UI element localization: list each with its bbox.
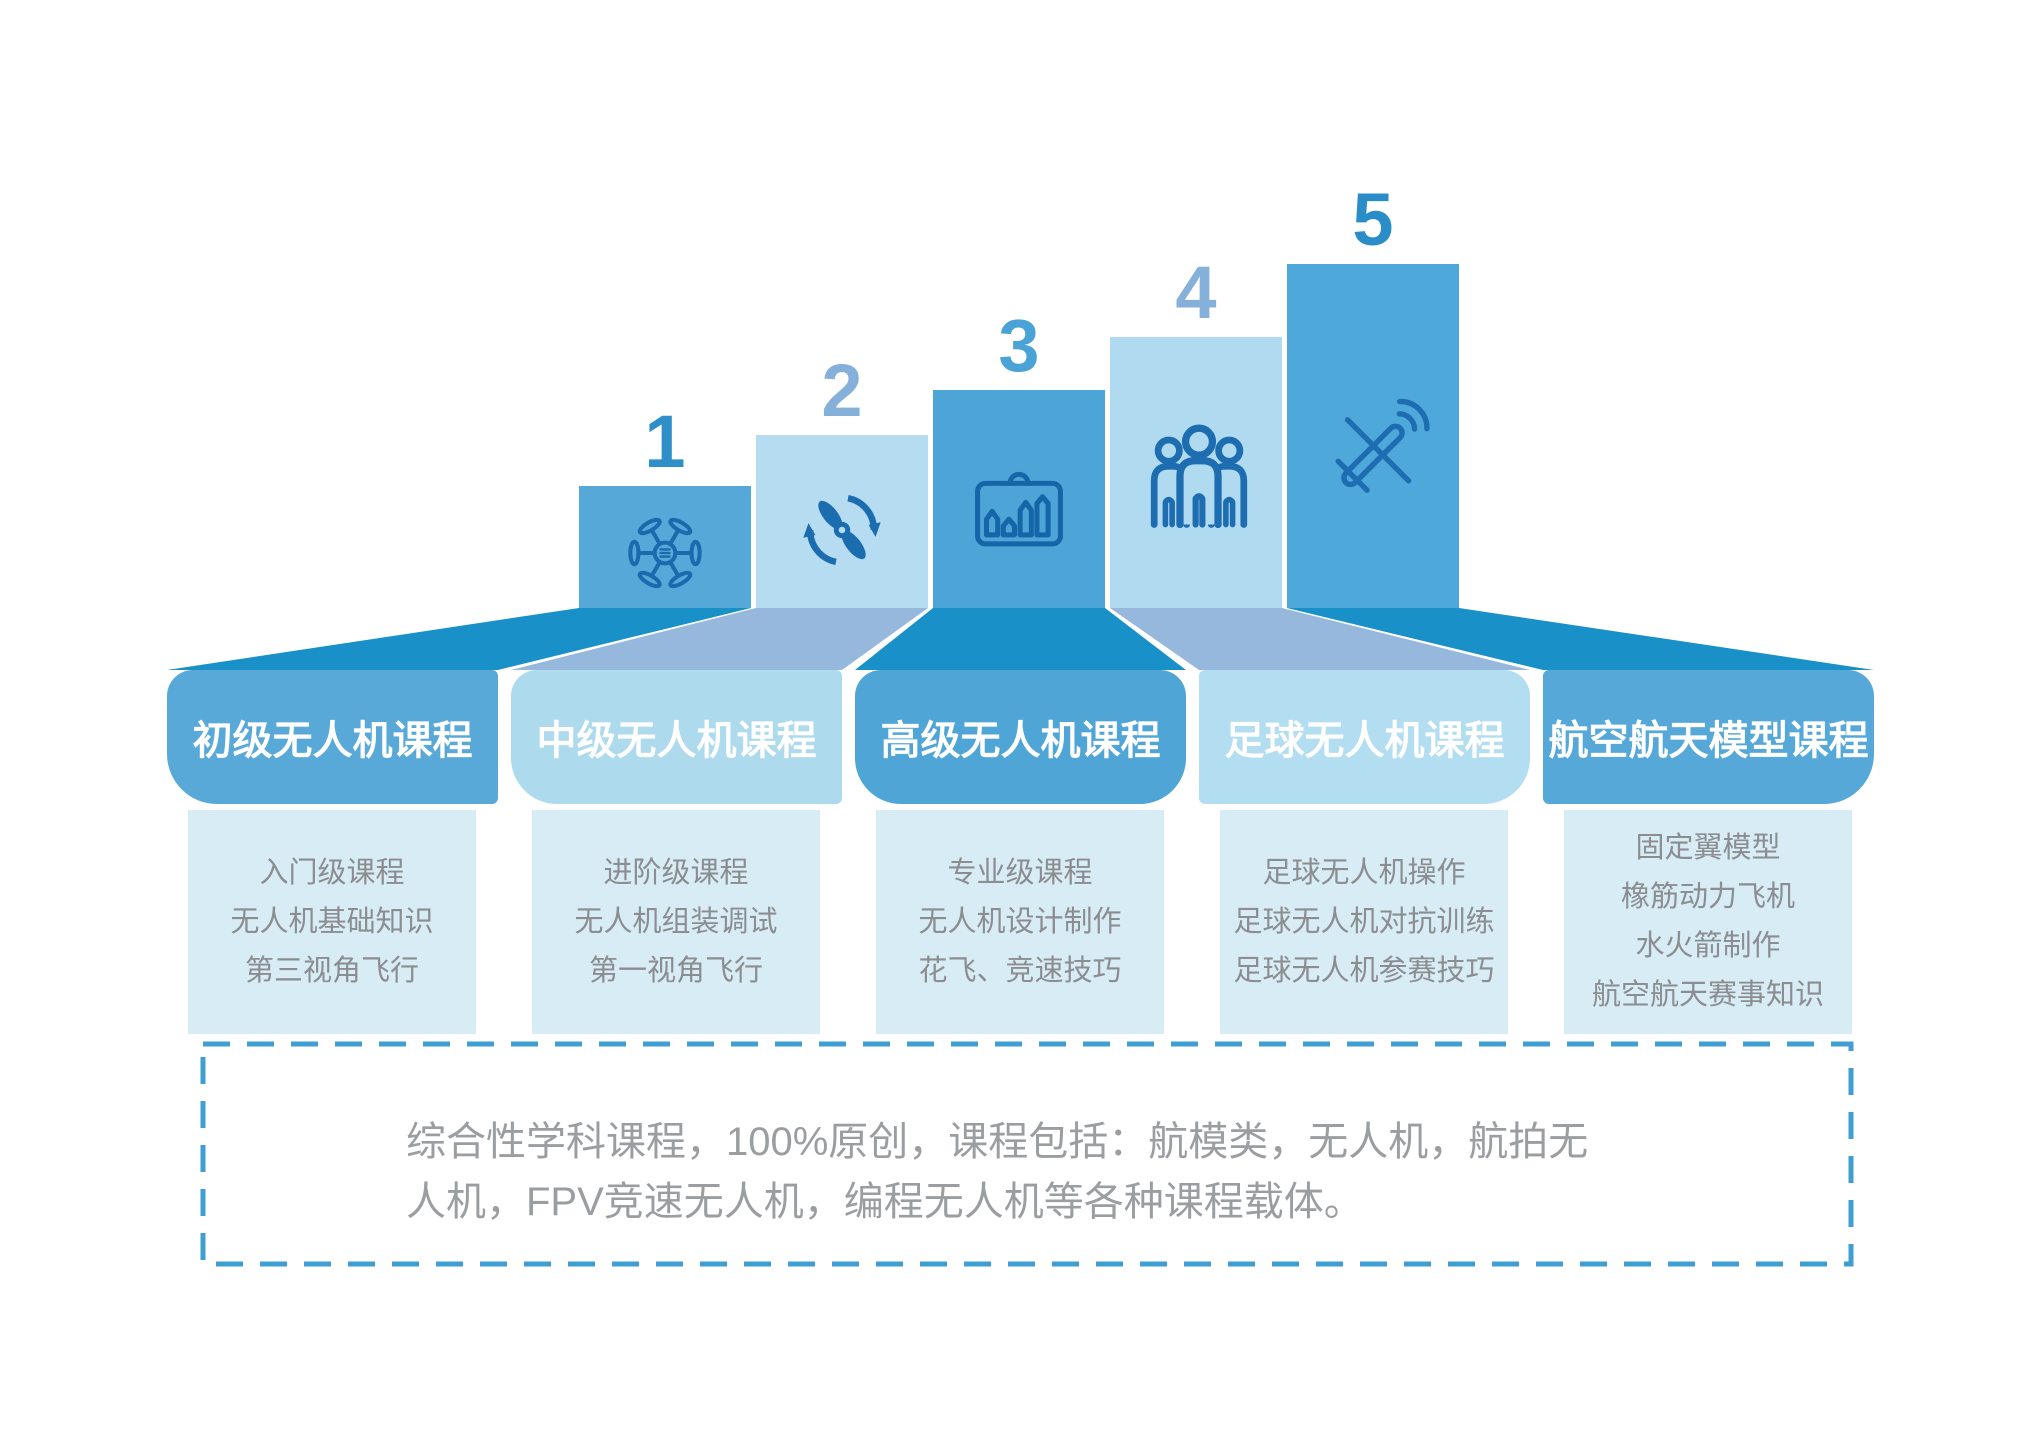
banner-beginner-drone-course: 初级无人机课程 bbox=[167, 670, 498, 804]
step-number-4: 4 bbox=[1175, 251, 1217, 334]
detail-line: 无人机设计制作 bbox=[918, 905, 1122, 938]
course-details-beginner: 入门级课程 无人机基础知识 第三视角飞行 bbox=[188, 810, 476, 1034]
briefcase-chart-icon bbox=[975, 471, 1063, 547]
detail-line: 足球无人机对抗训练 bbox=[1233, 905, 1495, 938]
banner-label: 初级无人机课程 bbox=[192, 719, 473, 763]
step-number-5: 5 bbox=[1352, 178, 1394, 261]
funnel-shape-4 bbox=[1110, 608, 1530, 670]
detail-line: 无人机基础知识 bbox=[230, 905, 434, 938]
step-number-2: 2 bbox=[821, 349, 863, 432]
banner-label: 航空航天模型课程 bbox=[1548, 719, 1869, 763]
detail-line: 航空航天赛事知识 bbox=[1591, 979, 1824, 1011]
detail-line: 足球无人机参赛技巧 bbox=[1233, 954, 1495, 987]
propeller-rotation-icon bbox=[803, 495, 881, 565]
funnel-shape-5 bbox=[1287, 608, 1874, 670]
detail-line: 第一视角飞行 bbox=[588, 954, 763, 987]
banner-intermediate-drone-course: 中级无人机课程 bbox=[511, 670, 842, 804]
banner-label: 高级无人机课程 bbox=[880, 719, 1161, 763]
banner-label: 足球无人机课程 bbox=[1224, 719, 1505, 763]
banner-soccer-drone-course: 足球无人机课程 bbox=[1199, 670, 1530, 804]
course-details-aerospace: 固定翼模型 橡筋动力飞机 水火箭制作 航空航天赛事知识 bbox=[1564, 810, 1852, 1034]
hexacopter-drone-icon bbox=[628, 517, 702, 589]
detail-line: 进阶级课程 bbox=[603, 856, 749, 889]
detail-line: 第三视角飞行 bbox=[244, 954, 419, 987]
banner-aerospace-model-course: 航空航天模型课程 bbox=[1543, 670, 1874, 804]
funnel-shape-3 bbox=[855, 608, 1186, 670]
funnel-shape-2 bbox=[511, 608, 928, 670]
detail-line: 专业级课程 bbox=[947, 856, 1093, 889]
step-number-1: 1 bbox=[644, 400, 686, 483]
detail-line: 水火箭制作 bbox=[1635, 930, 1781, 962]
detail-line: 入门级课程 bbox=[259, 856, 405, 889]
detail-line: 橡筋动力飞机 bbox=[1620, 881, 1795, 913]
summary-note-line-2: 人机，FPV竞速无人机，编程无人机等各种课程载体。 bbox=[406, 1180, 1364, 1224]
detail-line: 花飞、竞速技巧 bbox=[918, 954, 1122, 987]
step-number-3: 3 bbox=[998, 304, 1040, 387]
step-block-1 bbox=[579, 486, 751, 608]
summary-note: 综合性学科课程，100%原创，课程包括：航模类，无人机，航拍无 人机，FPV竞速… bbox=[406, 1112, 1746, 1232]
step-block-3 bbox=[933, 390, 1105, 608]
course-details-intermediate: 进阶级课程 无人机组装调试 第一视角飞行 bbox=[532, 810, 820, 1034]
summary-note-line-1: 综合性学科课程，100%原创，课程包括：航模类，无人机，航拍无 bbox=[406, 1120, 1589, 1164]
course-details-soccer: 足球无人机操作 足球无人机对抗训练 足球无人机参赛技巧 bbox=[1220, 810, 1508, 1034]
uav-signal-icon bbox=[1335, 398, 1430, 493]
detail-line: 固定翼模型 bbox=[1635, 832, 1781, 864]
step-block-5 bbox=[1287, 264, 1459, 608]
detail-line: 足球无人机操作 bbox=[1262, 856, 1466, 889]
course-details-advanced: 专业级课程 无人机设计制作 花飞、竞速技巧 bbox=[876, 810, 1164, 1034]
step-block-2 bbox=[756, 435, 928, 608]
funnel-shape-1 bbox=[167, 608, 751, 670]
detail-line: 无人机组装调试 bbox=[574, 905, 778, 938]
banner-label: 中级无人机课程 bbox=[536, 719, 817, 763]
banner-advanced-drone-course: 高级无人机课程 bbox=[855, 670, 1186, 804]
team-icon bbox=[1150, 424, 1248, 529]
